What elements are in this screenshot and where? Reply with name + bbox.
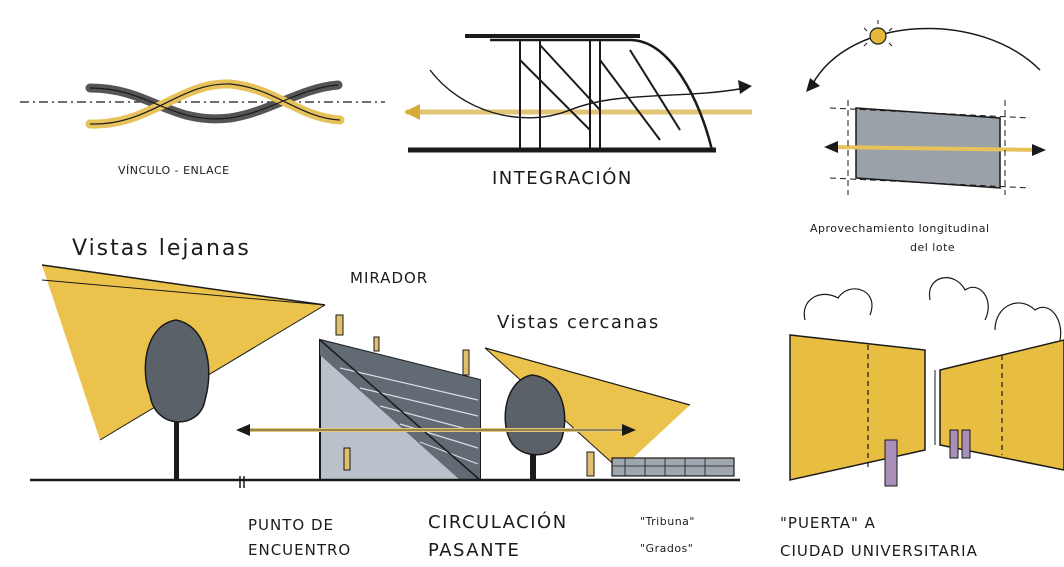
aprovechamiento-sketch — [806, 20, 1046, 195]
label-aprovechamiento-1: Aprovechamiento longitudinal — [810, 222, 990, 235]
label-circulacion-1: CIRCULACIÓN — [428, 512, 568, 533]
label-punto-1: PUNTO DE — [248, 516, 335, 534]
label-puerta-2: CIUDAD UNIVERSITARIA — [780, 542, 978, 560]
section-sketch — [30, 264, 740, 488]
label-vinculo: VÍNCULO - ENLACE — [118, 164, 230, 177]
label-tribuna: "Tribuna" — [640, 515, 695, 528]
label-vistas-cercanas: Vistas cercanas — [497, 312, 660, 333]
puerta-sketch — [789, 277, 1064, 487]
label-vistas-lejanas: Vistas lejanas — [72, 236, 251, 261]
label-mirador: MIRADOR — [350, 269, 429, 287]
label-aprovechamiento-2: del lote — [910, 241, 956, 254]
integracion-sketch — [404, 34, 752, 153]
label-punto-2: ENCUENTRO — [248, 541, 352, 559]
vinculo-sketch — [20, 79, 385, 129]
label-puerta-1: "PUERTA" A — [780, 514, 876, 532]
label-grados: "Grados" — [640, 542, 694, 555]
label-circulacion-2: PASANTE — [428, 540, 521, 561]
label-integracion: INTEGRACIÓN — [492, 168, 633, 189]
